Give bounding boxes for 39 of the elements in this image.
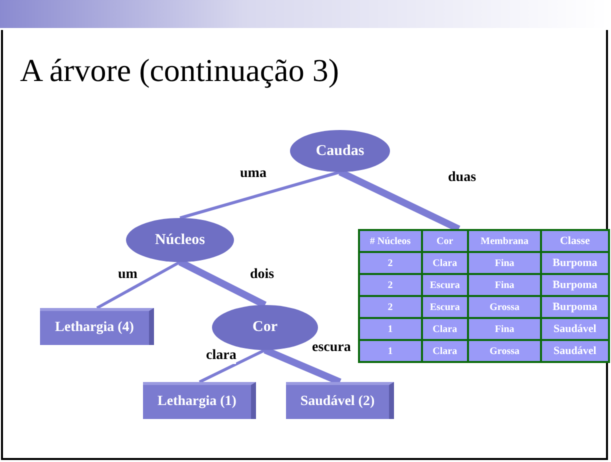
table-cell: 1 (359, 340, 422, 362)
table-cell: Grossa (468, 296, 541, 318)
table-cell: Grossa (468, 340, 541, 362)
table-header: # Núcleos (359, 230, 422, 252)
edge-label: clara (206, 348, 236, 364)
slide-title: A árvore (continuação 3) (20, 52, 339, 89)
table-cell: 2 (359, 296, 422, 318)
connector-line (198, 348, 266, 384)
table-cell: Clara (422, 318, 468, 340)
node-label: Lethargia (4) (55, 320, 134, 336)
table-header: Cor (422, 230, 468, 252)
box-node (40, 308, 154, 345)
table-cell: Burpoma (540, 252, 609, 274)
table-cell: Burpoma (540, 296, 609, 318)
box-node (143, 382, 256, 419)
node-label: Caudas (316, 142, 364, 160)
table-cell: 2 (359, 274, 422, 296)
data-table (358, 229, 610, 363)
table-cell: Fina (468, 274, 541, 296)
table-cell: 2 (359, 252, 422, 274)
table-header: Classe (540, 230, 609, 252)
table-cell: Clara (422, 340, 468, 362)
table-cell: Escura (422, 274, 468, 296)
table-cell: Clara (422, 252, 468, 274)
node-label: Lethargia (1) (158, 394, 236, 410)
node-label: Cor (252, 319, 278, 336)
table-cell: Burpoma (540, 274, 609, 296)
node-label: Saudável (2) (300, 394, 375, 410)
table-cell: Fina (468, 252, 541, 274)
table-cell: Fina (468, 318, 541, 340)
connector-line (180, 170, 340, 220)
table-cell: Escura (422, 296, 468, 318)
table-cell: Saudável (540, 318, 609, 340)
node-label: Núcleos (155, 232, 205, 248)
connector-line (96, 260, 181, 310)
table-header: Membrana (468, 230, 541, 252)
table-cell: 1 (359, 318, 422, 340)
box-node (286, 382, 394, 419)
table-cell: Saudável (540, 340, 609, 362)
